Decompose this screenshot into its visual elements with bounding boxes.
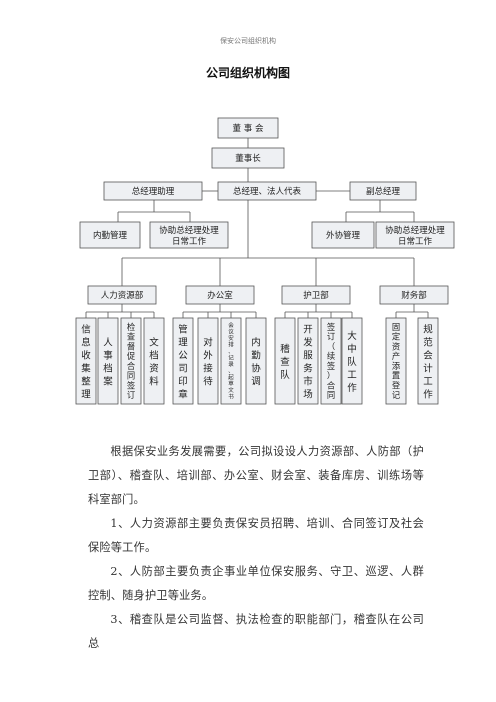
- node-dept-hr: 人力资源部: [87, 285, 157, 305]
- sub-unit-documents: 文档资料: [143, 317, 165, 405]
- sub-unit-reception: 对外接待: [197, 317, 219, 405]
- node-dept-guard: 护卫部: [281, 285, 351, 305]
- sub-unit-personnel-files-label: 人事档案: [103, 337, 113, 387]
- node-external-mgmt-label: 外协管理: [326, 230, 361, 241]
- node-assist-gm-left-line2: 日常工作: [172, 236, 207, 247]
- node-dept-office-label: 办公室: [207, 290, 233, 301]
- sub-unit-reception-label: 对外接待: [203, 336, 213, 387]
- node-assist-gm-right-line1: 协助总经理处理: [385, 225, 445, 236]
- node-gm-label: 总经理、法人代表: [233, 186, 302, 197]
- page-header-title: 保安公司组织机构: [220, 37, 276, 45]
- node-chairman: 董事长: [211, 147, 285, 169]
- sub-unit-documents-label: 文档资料: [149, 336, 159, 387]
- body-paragraph-guard: 2、人防部主要负责企事业单位保安服务、守卫、巡逻、人群控制、随身护卫等业务。: [88, 565, 424, 602]
- node-assist-gm-left: 协助总经理处理 日常工作: [149, 221, 229, 249]
- sub-unit-fixed-assets-label: 固定资产添置登记: [392, 322, 401, 400]
- sub-unit-meetings: 会议安排、记录、起草文书: [220, 317, 242, 405]
- sub-unit-accounting: 规范会计工作: [417, 317, 439, 405]
- body-paragraph-hr: 1、人力资源部主要负责保安员招聘、培训、合同签订及社会保险等工作。: [88, 517, 424, 554]
- document-title: 公司组织机构图: [205, 66, 290, 80]
- node-board: 董 事 会: [217, 117, 279, 139]
- sub-unit-market-dev: 开发服务市场: [297, 317, 319, 405]
- node-deputy-gm: 副总经理: [349, 181, 417, 201]
- node-assistant-gm: 总经理助理: [103, 181, 203, 201]
- node-external-mgmt: 外协管理: [311, 221, 375, 249]
- node-internal-mgmt: 内勤管理: [79, 221, 141, 249]
- sub-unit-market-dev-label: 开发服务市场: [303, 324, 313, 400]
- sub-unit-accounting-label: 规范会计工作: [423, 324, 433, 400]
- node-dept-finance-label: 财务部: [401, 290, 427, 301]
- sub-unit-inspection-team-label: 稽查队: [280, 343, 290, 381]
- sub-unit-brigade-work-label: 大中队工作: [347, 330, 357, 394]
- sub-unit-seal-mgmt: 管理公司印章: [172, 317, 194, 405]
- node-dept-finance: 财务部: [379, 285, 449, 305]
- org-chart-connectors: [85, 138, 429, 318]
- node-dept-office: 办公室: [185, 285, 255, 305]
- sub-unit-inspection-team: 稽查队: [274, 317, 296, 405]
- sub-unit-meetings-label: 会议安排、记录、起草文书: [228, 321, 234, 401]
- node-dept-guard-label: 护卫部: [303, 290, 329, 301]
- sub-unit-info-collection: 信息收集整理: [75, 317, 97, 405]
- node-assist-gm-right: 协助总经理处理 日常工作: [375, 221, 455, 249]
- node-deputy-gm-label: 副总经理: [366, 186, 401, 197]
- sub-unit-seal-mgmt-label: 管理公司印章: [178, 323, 188, 400]
- node-dept-hr-label: 人力资源部: [101, 290, 144, 301]
- sub-unit-brigade-work: 大中队工作: [341, 317, 363, 405]
- sub-unit-internal-coord: 内勤协调: [245, 317, 267, 405]
- node-assist-gm-left-line1: 协助总经理处理: [159, 225, 219, 236]
- sub-unit-fixed-assets: 固定资产添置登记: [385, 317, 407, 405]
- sub-unit-internal-coord-label: 内勤协调: [251, 336, 261, 387]
- node-assistant-gm-label: 总经理助理: [132, 186, 175, 197]
- sub-unit-info-collection-label: 信息收集整理: [81, 323, 91, 400]
- node-internal-mgmt-label: 内勤管理: [93, 230, 128, 241]
- sub-unit-contract-check: 检查督促合同签订: [120, 317, 142, 405]
- body-paragraph-inspection: 3、稽查队是公司监督、执法检查的职能部门，稽查队在公司总: [88, 613, 424, 650]
- org-chart-sub-units: 信息收集整理 人事档案 检查督促合同签订 文档资料 管理公司印章 对外接待 会议…: [75, 317, 439, 405]
- node-assist-gm-right-line2: 日常工作: [398, 236, 433, 247]
- node-board-label: 董 事 会: [233, 123, 264, 134]
- sub-unit-contract-signing: 签订（续签）合同: [320, 317, 342, 405]
- sub-unit-contract-signing-label: 签订（续签）合同: [327, 322, 336, 400]
- node-chairman-label: 董事长: [235, 153, 261, 164]
- body-paragraph-intro: 根据保安业务发展需要，公司拟设设人力资源部、人防部（护卫部）、稽查队、培训部、办…: [88, 445, 424, 506]
- sub-unit-personnel-files: 人事档案: [97, 317, 119, 405]
- node-gm: 总经理、法人代表: [217, 181, 317, 201]
- sub-unit-contract-check-label: 检查督促合同签订: [127, 322, 136, 400]
